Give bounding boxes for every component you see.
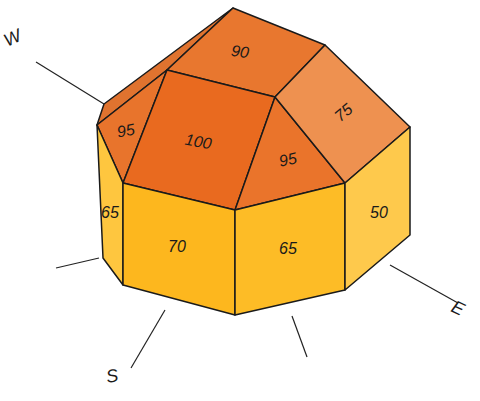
polyhedron-face: 65 bbox=[97, 125, 123, 285]
polyhedron-face: 50 bbox=[345, 127, 410, 290]
face-value: 95 bbox=[116, 122, 136, 141]
face-outline bbox=[97, 125, 123, 285]
polyhedron-face: 70 bbox=[123, 183, 235, 315]
compass-line bbox=[36, 62, 104, 104]
face-outline bbox=[345, 127, 410, 290]
compass-line bbox=[131, 310, 165, 368]
face-outline bbox=[123, 183, 235, 315]
face-value: 70 bbox=[168, 239, 186, 255]
compass-line bbox=[56, 258, 99, 268]
face-outline bbox=[235, 183, 345, 315]
face-value: 65 bbox=[101, 205, 119, 221]
face-value: 65 bbox=[279, 241, 297, 257]
compass-letter: S bbox=[105, 366, 120, 386]
compass-line bbox=[292, 316, 307, 357]
polyhedron-face: 65 bbox=[235, 183, 345, 315]
compass-line bbox=[390, 265, 458, 303]
face-value: 90 bbox=[230, 43, 250, 61]
compass-letter: E bbox=[449, 297, 467, 318]
compass-letter: W bbox=[0, 26, 23, 49]
face-value: 50 bbox=[370, 205, 388, 221]
